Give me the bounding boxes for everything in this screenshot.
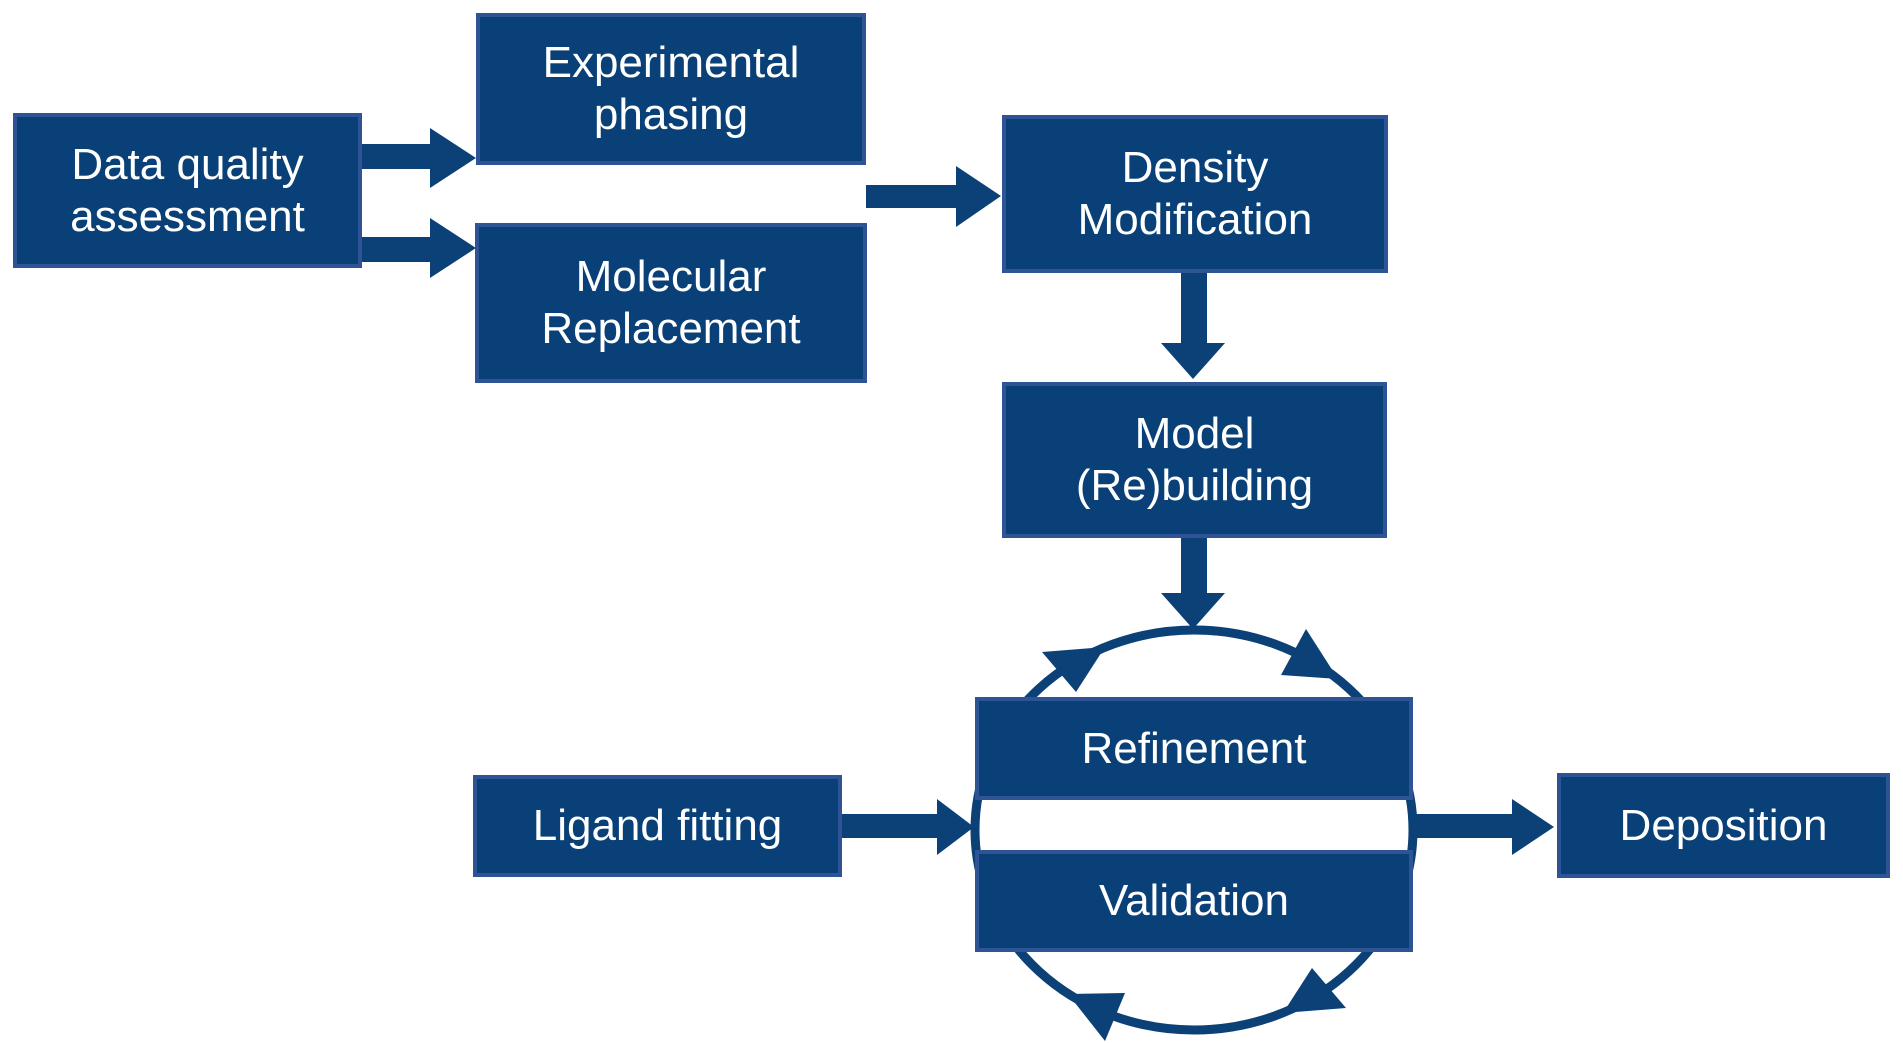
arrow-model-rebuilding-to-cycle [1161, 536, 1225, 629]
node-label: Refinement [1081, 723, 1307, 773]
cycle-arrow-circle [970, 625, 1418, 1041]
arrow-cycle-to-deposition [1411, 799, 1554, 855]
node-validation: Validation [975, 850, 1413, 952]
cycle-arrowhead-bottom-right-icon [1283, 968, 1346, 1013]
node-molecular-replacement: Molecular Replacement [475, 223, 867, 383]
node-label: Validation [1099, 876, 1289, 926]
cycle-ellipse [970, 625, 1418, 1035]
node-label: Deposition [1619, 800, 1828, 850]
arrow-data-quality-to-experimental-phasing [362, 128, 476, 188]
node-data-quality-assessment: Data quality assessment [13, 113, 362, 268]
node-label: Experimental phasing [542, 38, 800, 139]
arrow-density-to-model-rebuilding [1161, 271, 1225, 379]
arrow-data-quality-to-molecular-replacement [362, 218, 476, 278]
node-ligand-fitting: Ligand fitting [473, 775, 842, 877]
node-refinement: Refinement [975, 697, 1413, 800]
arrow-ligand-fitting-to-cycle [842, 799, 974, 855]
cycle-arrowhead-top-left-icon [1042, 647, 1105, 692]
cycle-arrowhead-bottom-left-icon [1068, 993, 1125, 1041]
node-label: Molecular Replacement [541, 252, 801, 353]
node-density-modification: Density Modification [1002, 115, 1388, 273]
arrow-phasing-to-density-modification [866, 166, 1001, 227]
node-label: Data quality assessment [70, 139, 305, 241]
node-deposition: Deposition [1557, 773, 1890, 878]
node-label: Model (Re)building [1075, 409, 1314, 510]
node-model-rebuilding: Model (Re)building [1002, 382, 1387, 538]
cycle-arrowhead-top-right-icon [1281, 629, 1338, 679]
node-experimental-phasing: Experimental phasing [476, 13, 866, 165]
node-label: Density Modification [1077, 143, 1313, 244]
node-label: Ligand fitting [532, 801, 783, 851]
